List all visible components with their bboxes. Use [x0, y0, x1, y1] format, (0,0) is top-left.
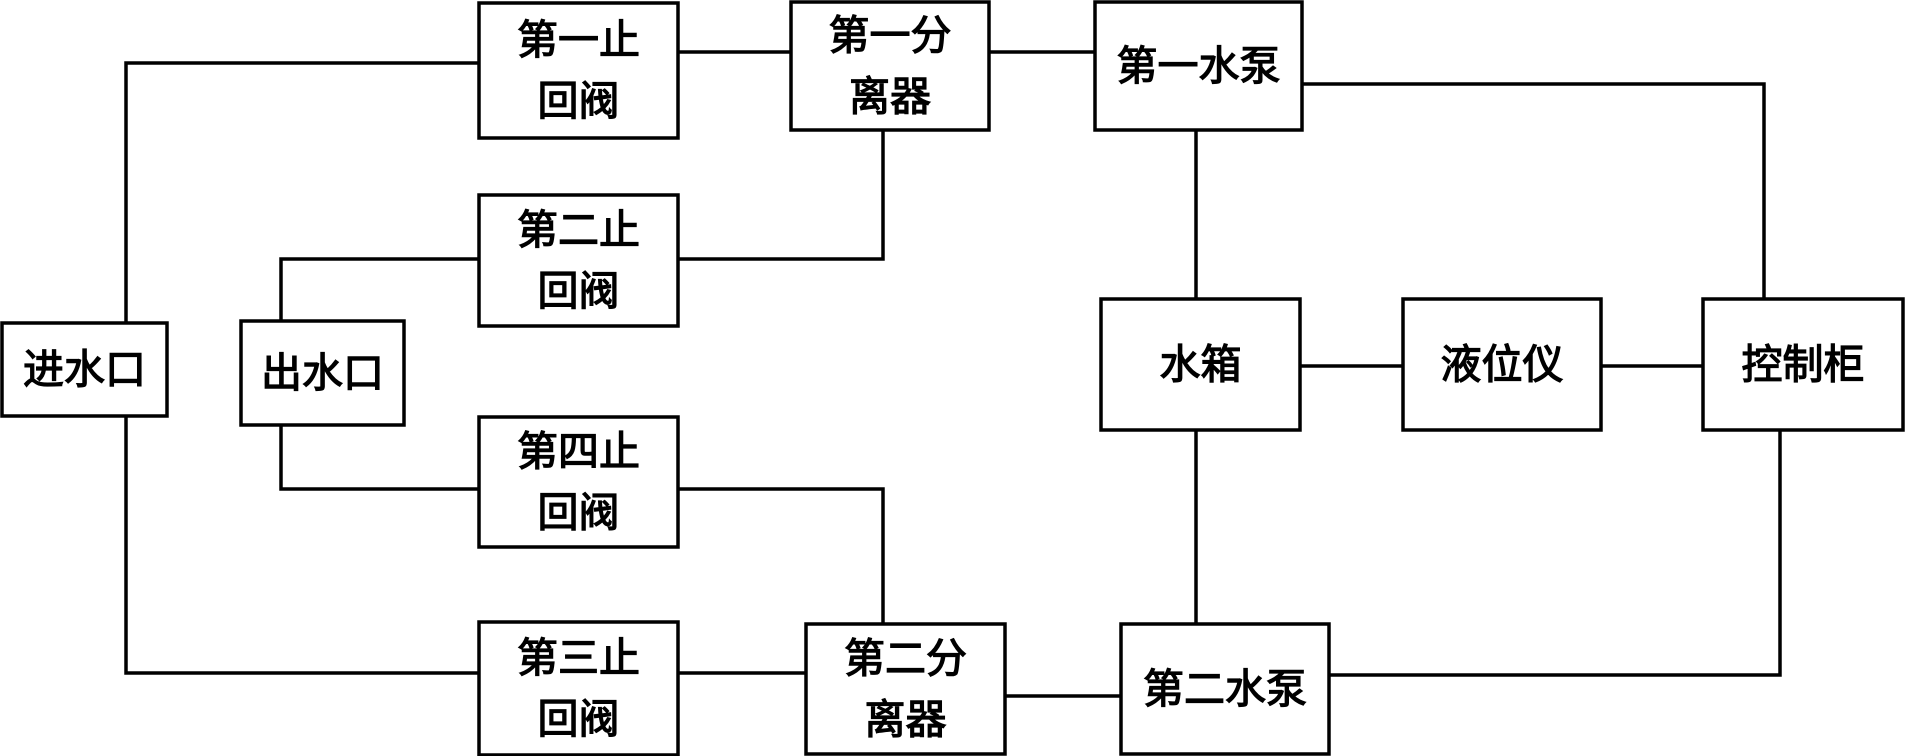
node-box-separator-2 — [804, 622, 1007, 756]
node-label-inlet: 进水口 — [23, 346, 146, 394]
node-box-check-valve-1 — [477, 1, 680, 140]
connector-lines — [124, 50, 1782, 698]
node-label-water-tank: 水箱 — [1160, 341, 1242, 389]
node-outlet: 出水口 — [239, 319, 406, 427]
node-box-inlet — [0, 321, 169, 418]
node-label-separator-2-line-1: 第二分 — [844, 635, 967, 683]
connector-check-valve-4-to-separator-2 — [676, 487, 885, 626]
node-label-separator-1-line-1: 第一分 — [829, 12, 952, 60]
node-inlet: 进水口 — [0, 321, 169, 418]
node-pump-2: 第二水泵 — [1119, 622, 1331, 756]
node-box-water-tank — [1099, 297, 1302, 432]
node-label-check-valve-2-line-1: 第二止 — [517, 206, 640, 254]
connector-check-valve-2-to-outlet — [279, 257, 481, 323]
connector-inlet-to-check-valve-3 — [124, 414, 481, 675]
node-box-pump-2 — [1119, 622, 1331, 756]
node-label-pump-2: 第二水泵 — [1143, 665, 1307, 713]
connector-separator-1-to-check-valve-2 — [676, 128, 885, 261]
node-label-pump-1: 第一水泵 — [1117, 42, 1281, 90]
connector-pump-1-to-control-cabinet — [1300, 82, 1766, 301]
node-box-check-valve-4 — [477, 415, 680, 549]
node-control-cabinet: 控制柜 — [1701, 297, 1905, 432]
node-label-check-valve-1-line-2: 回阀 — [538, 77, 620, 125]
node-box-check-valve-2 — [477, 193, 680, 328]
node-box-control-cabinet — [1701, 297, 1905, 432]
node-label-separator-1-line-2: 离器 — [849, 73, 932, 121]
node-label-check-valve-1-line-1: 第一止 — [517, 16, 640, 64]
node-box-level-gauge — [1401, 297, 1603, 432]
node-label-check-valve-3-line-1: 第三止 — [517, 634, 640, 682]
node-label-check-valve-4-line-1: 第四止 — [517, 428, 640, 476]
connector-pump-2-to-control-cabinet — [1327, 428, 1782, 677]
node-label-check-valve-4-line-2: 回阀 — [538, 489, 620, 537]
node-box-pump-1 — [1093, 0, 1304, 132]
node-box-separator-1 — [789, 0, 991, 132]
connector-outlet-to-check-valve-4 — [279, 423, 481, 491]
node-box-check-valve-3 — [477, 620, 680, 756]
node-label-separator-2-line-2: 离器 — [865, 696, 948, 744]
connector-inlet-to-check-valve-1 — [124, 61, 481, 325]
node-label-control-cabinet: 控制柜 — [1742, 341, 1865, 389]
node-label-check-valve-3-line-2: 回阀 — [538, 695, 620, 743]
node-label-level-gauge: 液位仪 — [1441, 341, 1564, 389]
node-pump-1: 第一水泵 — [1093, 0, 1304, 132]
node-box-outlet — [239, 319, 406, 427]
node-water-tank: 水箱 — [1099, 297, 1302, 432]
node-level-gauge: 液位仪 — [1401, 297, 1603, 432]
node-label-outlet: 出水口 — [261, 349, 384, 397]
node-label-check-valve-2-line-2: 回阀 — [538, 267, 620, 315]
